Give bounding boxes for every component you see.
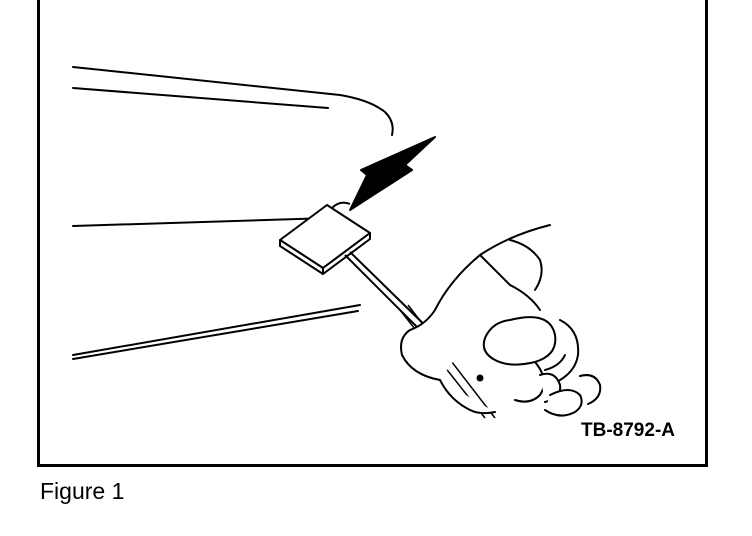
panel-edge-upper-inner [72, 87, 329, 109]
illustration [72, 66, 602, 419]
panel-edge-middle [72, 217, 331, 227]
reference-code: TB-8792-A [581, 420, 675, 441]
panel-edge-lower [72, 304, 361, 356]
panel-edge-upper [72, 66, 394, 136]
figure-caption: Figure 1 [40, 478, 125, 504]
panel-edge-lower-inner [72, 310, 359, 360]
figure-frame: TB-8792-A [37, 0, 708, 467]
arrow-pointer-icon [349, 136, 436, 211]
hand-icon [400, 224, 602, 417]
